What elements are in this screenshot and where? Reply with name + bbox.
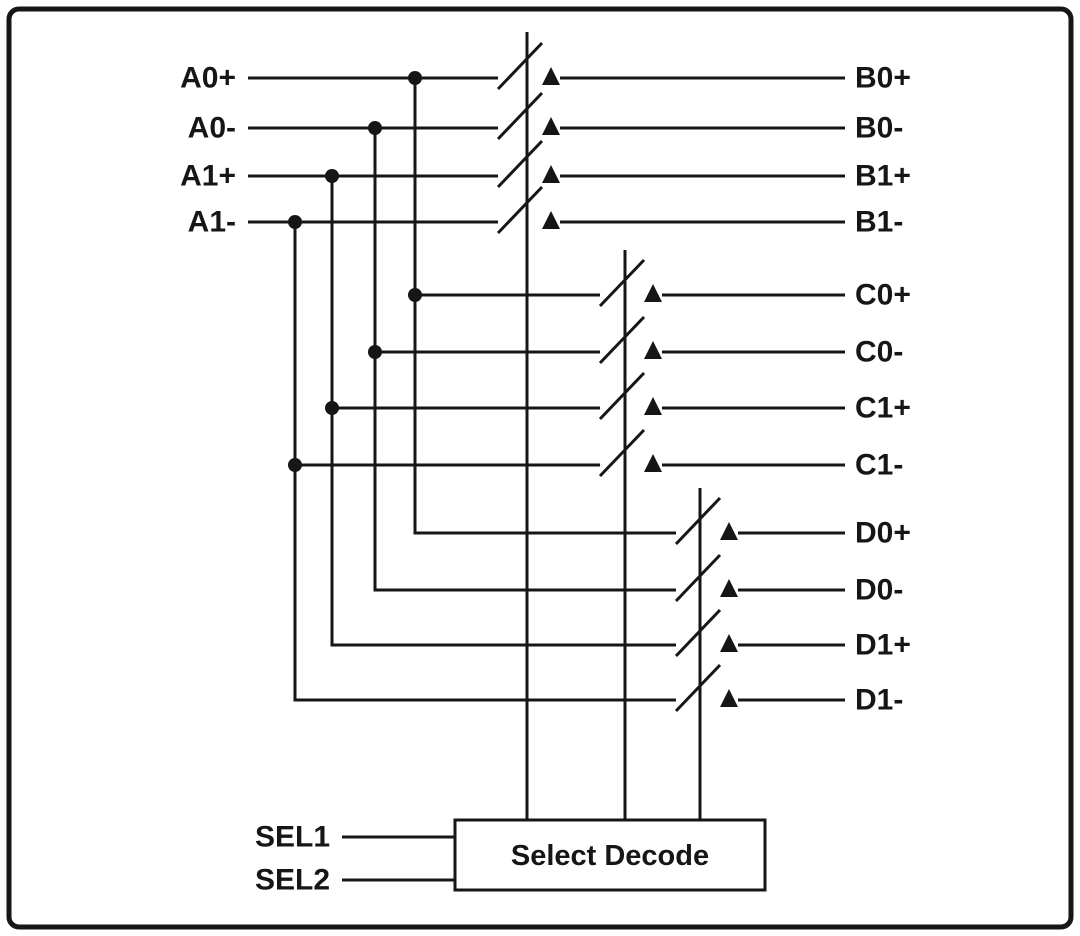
switch-blade-c1-plus <box>598 371 646 421</box>
switch-arrow-icon <box>720 579 738 597</box>
output-label-b1-minus: B1- <box>855 206 903 239</box>
switch-blade-d1-plus <box>674 608 722 658</box>
output-label-d0-plus: D0+ <box>855 517 911 550</box>
select-decode-box <box>453 818 767 892</box>
output-label-b1-plus: B1+ <box>855 160 911 193</box>
switch-arrow-icon <box>542 117 560 135</box>
wire-bus-a1-plus <box>330 176 676 647</box>
output-label-d0-minus: D0- <box>855 574 903 607</box>
switch-blade-c0-minus <box>598 315 646 365</box>
sel2-label: SEL2 <box>255 864 330 897</box>
switch-arrow-icon <box>542 67 560 85</box>
wire-bus-a1-minus <box>293 222 676 702</box>
wires-group <box>248 32 845 882</box>
switch-arrow-icon <box>644 341 662 359</box>
output-label-c1-minus: C1- <box>855 449 903 482</box>
labels-group: A0+ A0- A1+ A1- B0+ B0- B1+ B1- C0+ C0- … <box>180 62 911 897</box>
select-decode-label: Select Decode <box>511 840 709 872</box>
junction-dot <box>408 288 422 302</box>
switch-blade-d0-plus <box>674 496 722 546</box>
junction-dots-group <box>288 71 422 472</box>
switch-blade-d0-minus <box>674 553 722 603</box>
input-label-a0-plus: A0+ <box>180 62 236 95</box>
junction-dot <box>368 345 382 359</box>
switch-arrow-icon <box>644 397 662 415</box>
output-label-d1-minus: D1- <box>855 684 903 717</box>
switch-arrow-icon <box>720 634 738 652</box>
switch-blade-b1-minus <box>496 185 544 235</box>
junction-dot <box>325 401 339 415</box>
switch-arrow-icon <box>542 165 560 183</box>
output-label-c1-plus: C1+ <box>855 392 911 425</box>
switch-arrow-icon <box>644 454 662 472</box>
junction-dot <box>408 71 422 85</box>
switch-arrow-icon <box>644 284 662 302</box>
switch-blade-c0-plus <box>598 258 646 308</box>
switch-blade-c1-minus <box>598 428 646 478</box>
output-label-d1-plus: D1+ <box>855 629 911 662</box>
diagram-border <box>6 6 1074 930</box>
output-label-c0-minus: C0- <box>855 336 903 369</box>
input-label-a1-plus: A1+ <box>180 160 236 193</box>
switch-blade-b1-plus <box>496 139 544 189</box>
junction-dot <box>325 169 339 183</box>
junction-dot <box>288 458 302 472</box>
junction-dot <box>368 121 382 135</box>
switch-blade-d1-minus <box>674 663 722 713</box>
output-label-b0-minus: B0- <box>855 112 903 145</box>
switch-arrow-icon <box>720 689 738 707</box>
output-label-b0-plus: B0+ <box>855 62 911 95</box>
junction-dot <box>288 215 302 229</box>
wire-bus-a0-plus <box>413 78 676 535</box>
sel1-label: SEL1 <box>255 821 330 854</box>
output-label-c0-plus: C0+ <box>855 279 911 312</box>
switch-arrow-icon <box>720 522 738 540</box>
switch-blade-b0-plus <box>496 41 544 91</box>
switch-blade-b0-minus <box>496 91 544 141</box>
wire-bus-a0-minus <box>373 128 676 592</box>
input-label-a0-minus: A0- <box>188 112 236 145</box>
input-label-a1-minus: A1- <box>188 206 236 239</box>
switch-arrow-icon <box>542 211 560 229</box>
switch-arrows-group <box>542 67 738 707</box>
